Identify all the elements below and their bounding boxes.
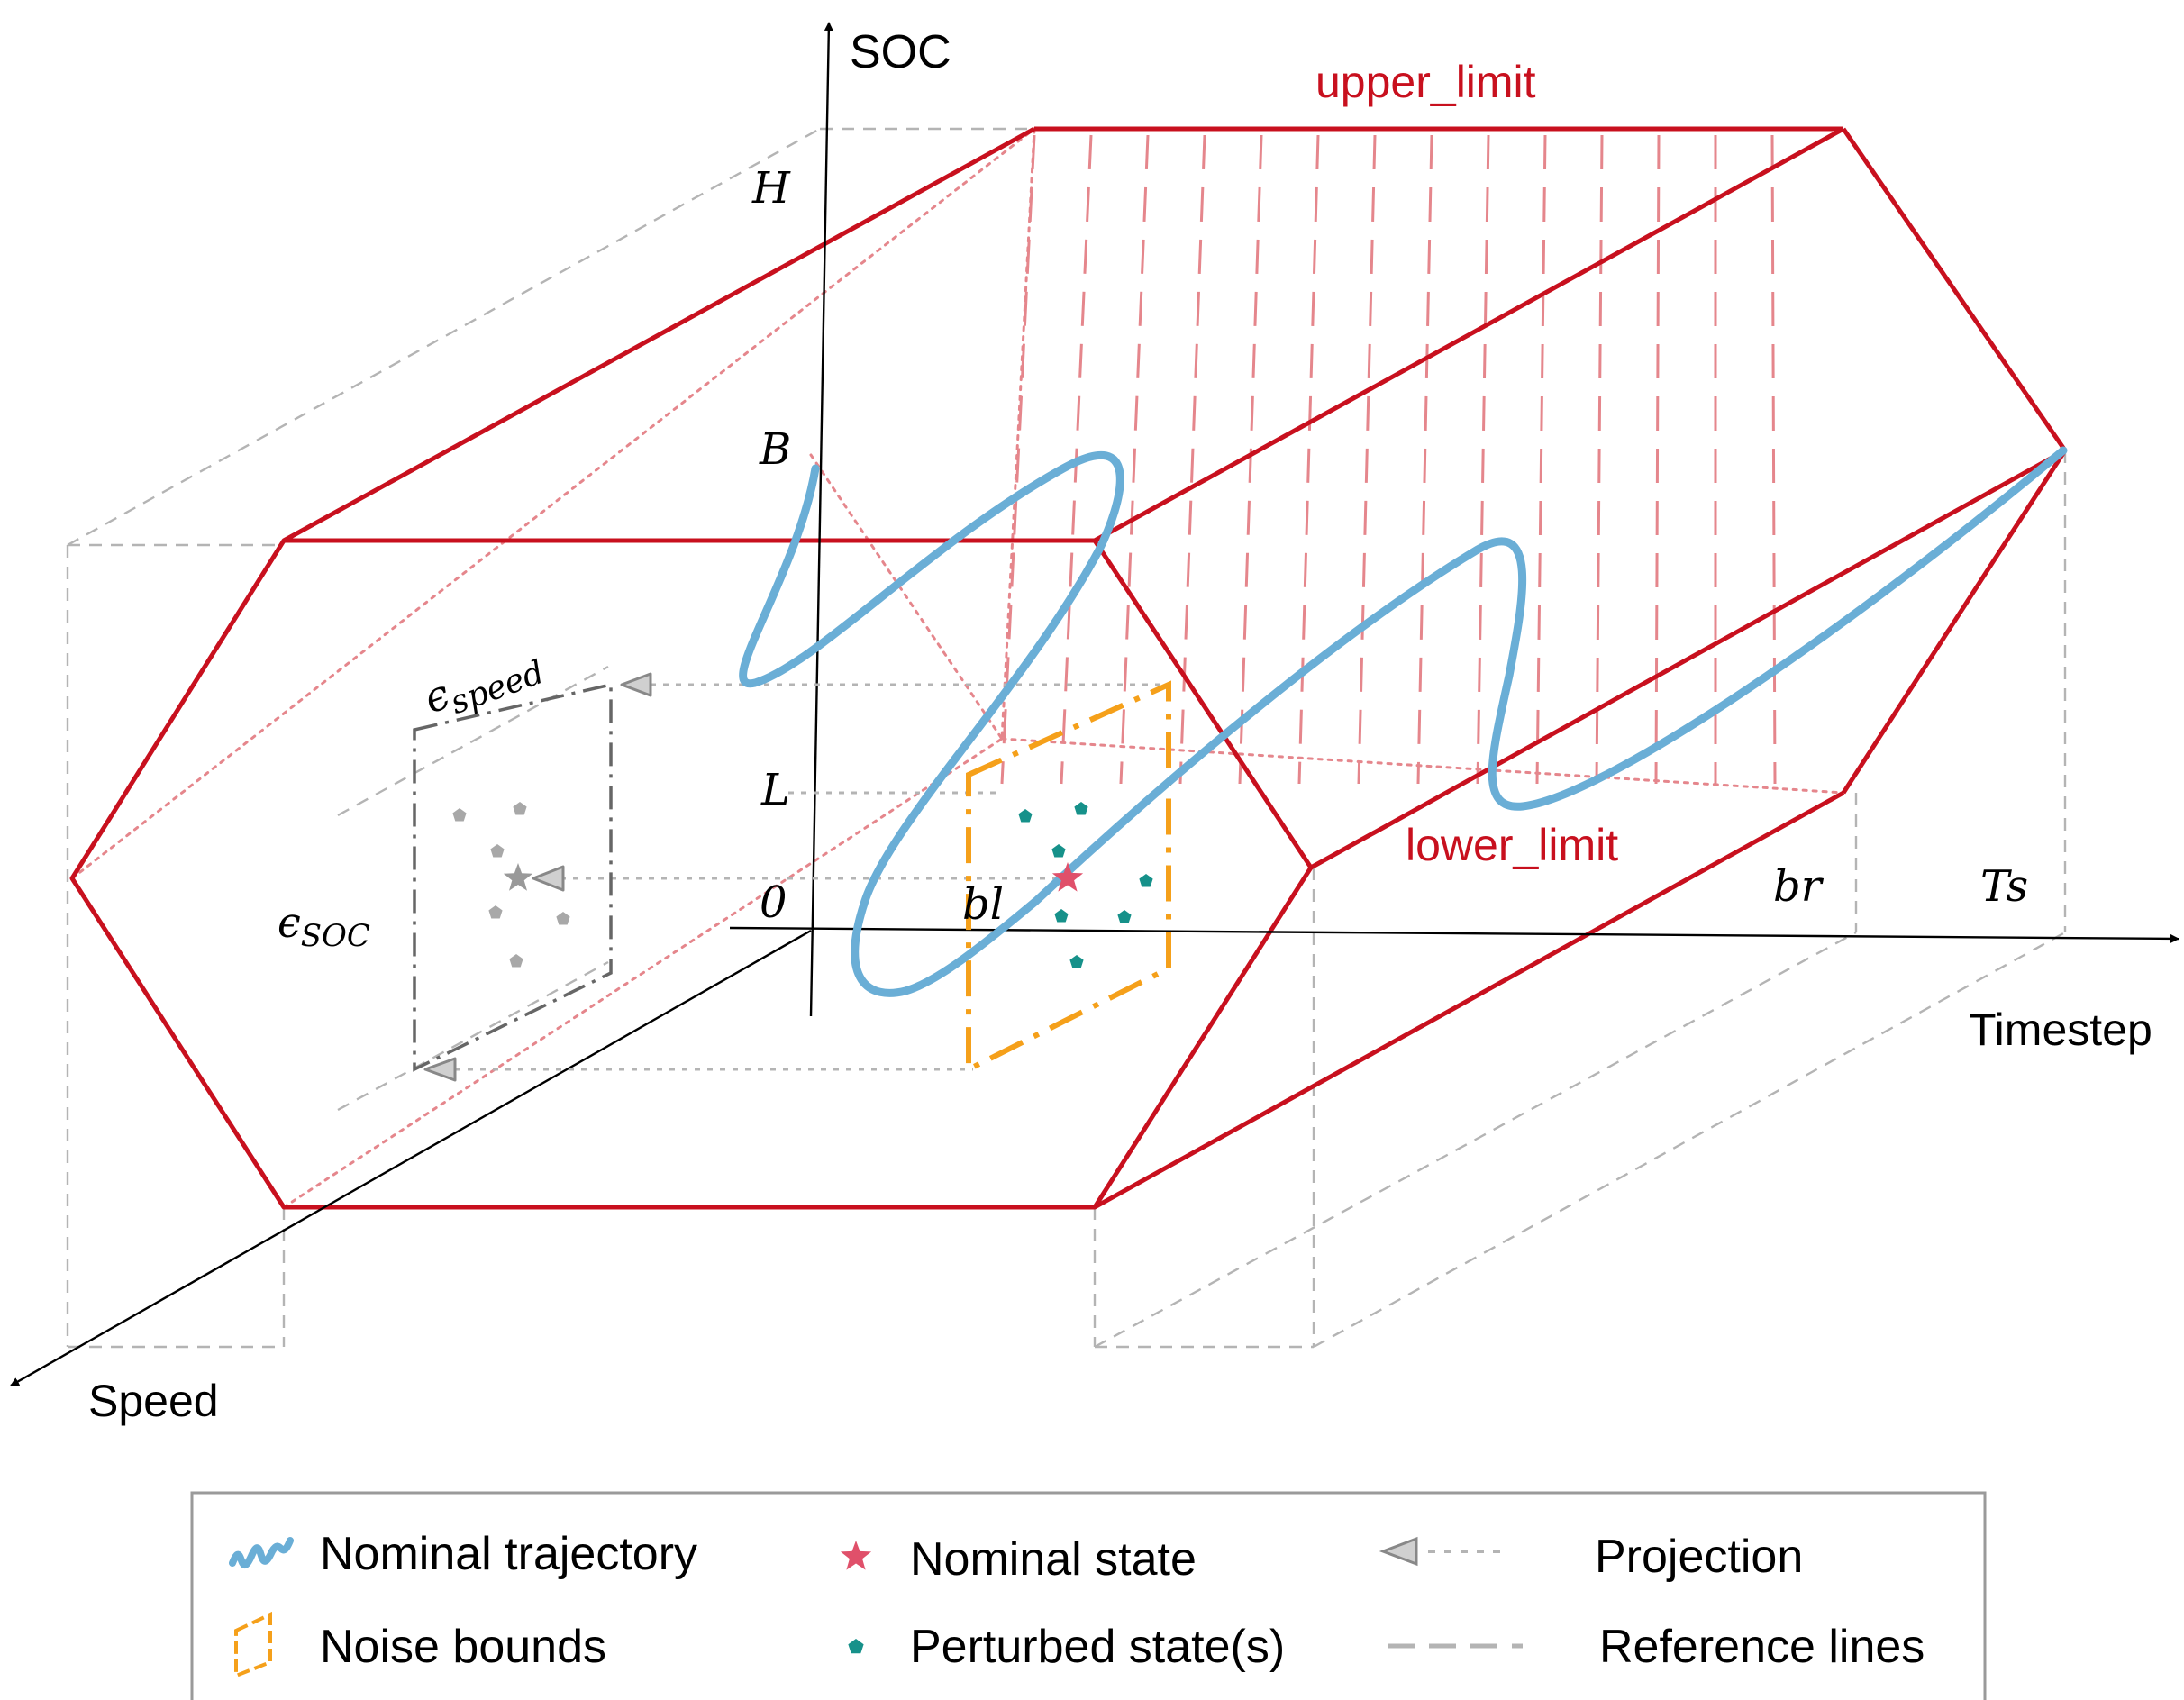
hatch-line <box>1535 134 1547 785</box>
hatch-line <box>1770 134 1777 785</box>
epsilon-speed-label: ϵspeed <box>417 636 549 730</box>
prism-boundary <box>69 126 2068 1210</box>
legend-noise-bounds: Noise bounds <box>320 1621 606 1673</box>
hatch-line <box>1297 134 1320 785</box>
nominal-trajectory <box>739 446 2068 997</box>
projected-perturbed-state <box>488 905 503 919</box>
epsilon-soc-label: ϵSOC <box>278 898 370 954</box>
lower-limit-label: lower_limit <box>1406 820 1618 870</box>
hidden-edges <box>70 127 1845 1209</box>
legend-projection: Projection <box>1595 1531 1803 1583</box>
projection-arrow-icon <box>620 672 652 697</box>
nominal-state-star <box>1051 862 1084 892</box>
projection-arrowheads <box>423 672 652 1082</box>
projected-perturbed-state <box>452 808 467 822</box>
projected-nominal-state-star <box>503 863 533 891</box>
time-tick-ts: Ts <box>1980 861 2028 912</box>
projected-noise-box <box>413 682 613 1072</box>
hatch-line <box>1357 134 1377 785</box>
perturbed-state <box>1069 955 1084 968</box>
noise-bounds-icon <box>234 1611 272 1678</box>
timestep-axis-label: Timestep <box>1969 1005 2152 1055</box>
soc-tick-zero: 0 <box>760 877 787 928</box>
perturbed-states <box>1018 802 1153 968</box>
perturbed-state <box>1074 802 1088 815</box>
hatch-line <box>1119 134 1150 785</box>
projected-perturbed-states <box>452 802 570 968</box>
soc-tick-h: H <box>751 163 791 214</box>
projected-perturbed-state <box>513 802 527 815</box>
soc-tick-l: L <box>760 765 790 815</box>
legend: Nominal trajectory Noise bounds Nominal … <box>190 1491 1987 1700</box>
perturbed-state <box>1051 844 1066 858</box>
projection-icon <box>1379 1536 1418 1567</box>
time-tick-bl: bl <box>962 879 1004 930</box>
legend-nominal-state: Nominal state <box>910 1533 1197 1586</box>
legend-perturbed-states: Perturbed state(s) <box>910 1621 1285 1673</box>
projected-perturbed-state <box>490 844 505 858</box>
projected-perturbed-state <box>509 954 523 968</box>
perturbed-state <box>1139 874 1153 887</box>
legend-reference-lines: Reference lines <box>1599 1621 1925 1673</box>
projection-arrow-icon <box>423 1057 457 1082</box>
legend-nominal-trajectory: Nominal trajectory <box>320 1528 697 1580</box>
projected-perturbed-state <box>556 912 570 925</box>
upper-limit-label: upper_limit <box>1315 57 1536 107</box>
nominal-state-icon <box>840 1541 872 1570</box>
perturbed-state <box>1054 909 1069 923</box>
speed-axis-label: Speed <box>88 1376 219 1426</box>
soc-axis <box>809 22 833 1017</box>
front-hexagon <box>69 538 1314 1210</box>
perturbed-state <box>1018 809 1033 823</box>
time-tick-br: br <box>1773 861 1825 912</box>
perturbed-state-icon <box>848 1639 864 1654</box>
hatch-line <box>1416 134 1433 785</box>
nominal-trajectory-icon <box>229 1537 294 1569</box>
legend-frame <box>190 1491 1987 1700</box>
hatch-line <box>1238 134 1263 785</box>
hatch-line <box>1476 134 1490 785</box>
speed-axis <box>10 929 812 1387</box>
hatch-line <box>1595 134 1604 785</box>
projection-arrow-icon <box>532 865 565 892</box>
reference-lines <box>66 127 2067 1349</box>
soc-axis-label: SOC <box>850 26 951 78</box>
soc-tick-b: B <box>759 424 791 475</box>
timestep-axis <box>729 926 2179 943</box>
hatch-line <box>1000 134 1036 785</box>
axes <box>10 22 2179 1387</box>
perturbed-state <box>1117 910 1132 923</box>
noise-bounds-box <box>966 680 1171 1074</box>
